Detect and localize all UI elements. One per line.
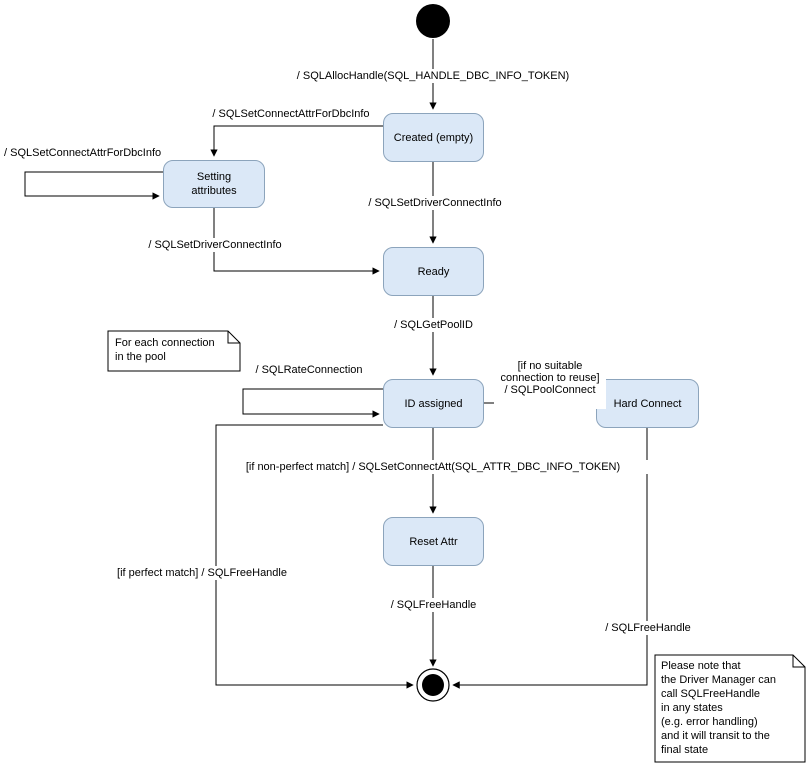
note-pool-fold-icon (227, 331, 240, 344)
note-pool: For each connection in the pool (115, 337, 215, 363)
pool-connect-guard: [if no suitable connection to reuse] (500, 360, 600, 384)
transition-label-set-connect-attr-self: / SQLSetConnectAttrForDbcInfo (4, 146, 176, 160)
transition-label-rate-connection: / SQLRateConnection (250, 363, 368, 377)
transition-label-alloc-handle: / SQLAllocHandle(SQL_HANDLE_DBC_INFO_TOK… (293, 69, 573, 83)
initial-state (416, 4, 450, 38)
transition-label-pool-connect: [if no suitable connection to reuse] / S… (494, 347, 606, 409)
transition-label-set-connect-attr: / SQLSetConnectAttrForDbcInfo (205, 107, 377, 121)
transition-setting-to-ready-line (213, 208, 380, 275)
note-driver-manager-shape (654, 654, 806, 763)
transition-label-set-driver-connect-info-2: / SQLSetDriverConnectInfo (140, 238, 290, 252)
transition-label-free-handle-reset: / SQLFreeHandle (383, 598, 484, 612)
transition-id-to-final-left-line (215, 424, 414, 689)
pool-connect-trigger: / SQLPoolConnect (504, 384, 596, 396)
transition-created-to-setting-line (210, 125, 383, 157)
state-hard-connect: Hard Connect (596, 379, 699, 428)
note-pool-shape (107, 330, 241, 372)
transition-setting-self-loop-line (24, 171, 163, 200)
state-id-assigned: ID assigned (383, 379, 484, 428)
transition-label-perfect-match: [if perfect match] / SQLFreeHandle (88, 566, 316, 580)
transition-label-set-driver-connect-info-1: / SQLSetDriverConnectInfo (360, 196, 510, 210)
state-setting-attributes: Setting attributes (163, 160, 265, 208)
final-state-core (422, 674, 444, 696)
note-driver-manager-fold-icon (792, 655, 805, 668)
transition-id-self-loop-line (242, 388, 383, 418)
state-created: Created (empty) (383, 113, 484, 162)
transition-label-free-handle-hard: / SQLFreeHandle (598, 621, 698, 635)
transition-label-get-pool-id: / SQLGetPoolID (383, 318, 484, 332)
transition-label-non-perfect-match: [if non-perfect match] / SQLSetConnectAt… (218, 460, 648, 474)
note-driver-manager: Please note that the Driver Manager can … (661, 660, 776, 756)
state-reset-attr: Reset Attr (383, 517, 484, 566)
transition-hard-to-final-right-line (452, 428, 648, 689)
state-ready: Ready (383, 247, 484, 296)
